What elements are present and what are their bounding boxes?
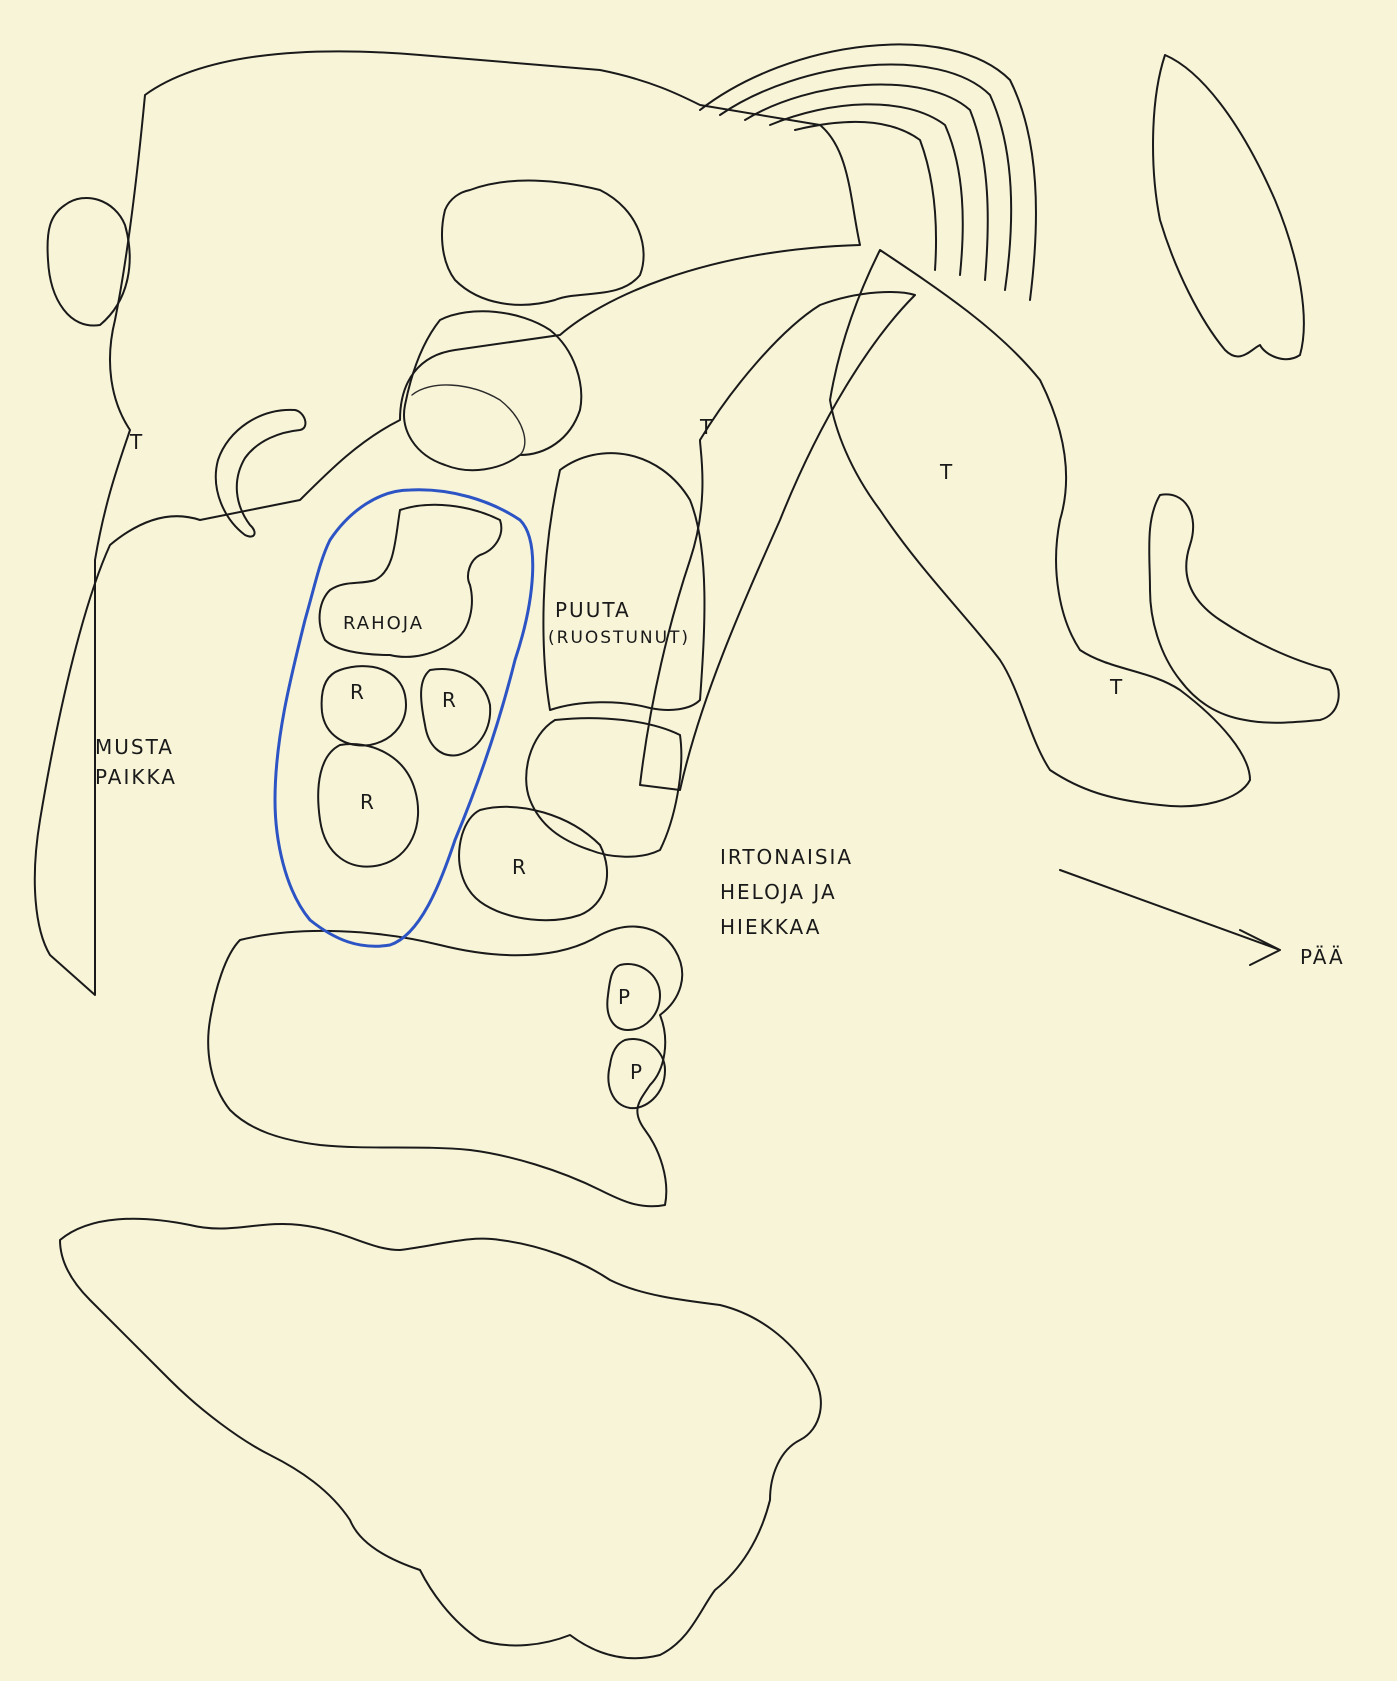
label-r3: R <box>360 790 376 815</box>
label-p2: P <box>630 1060 644 1085</box>
label-t1: T <box>130 430 144 455</box>
label-r2: R <box>442 688 458 713</box>
label-t4: T <box>1110 675 1124 700</box>
label-paa: PÄÄ <box>1300 945 1345 970</box>
label-p1: P <box>618 985 632 1010</box>
label-r1: R <box>350 680 366 705</box>
label-r4: R <box>512 855 528 880</box>
label-t3: T <box>940 460 954 485</box>
label-t2: T <box>700 415 714 440</box>
direction-arrow <box>1060 870 1280 965</box>
